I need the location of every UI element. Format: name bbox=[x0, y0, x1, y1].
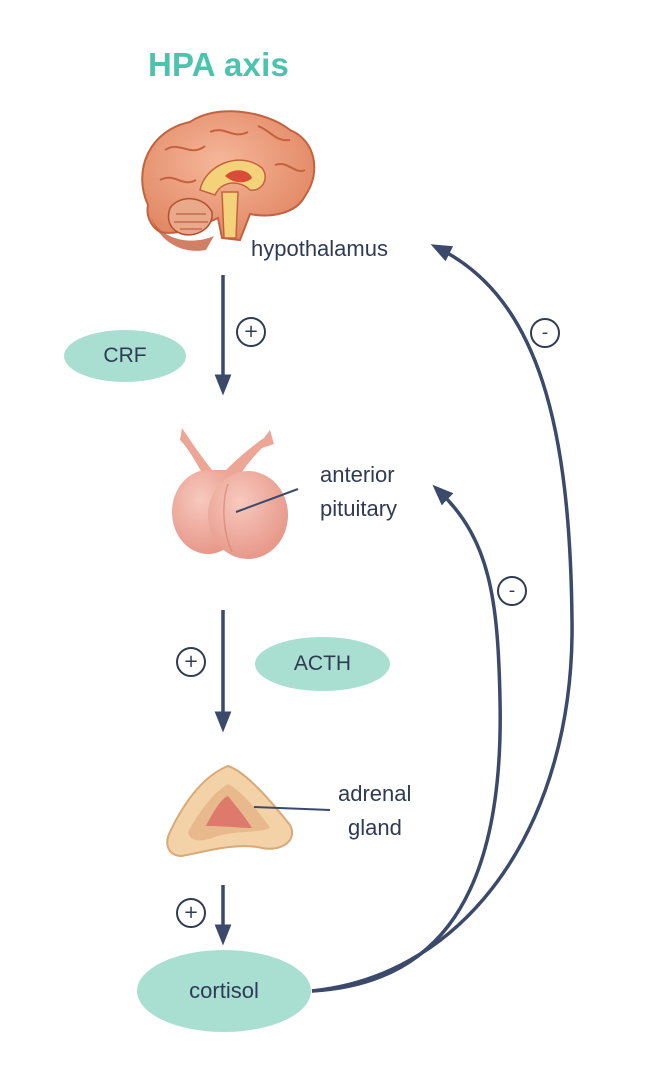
diagram-title: HPA axis bbox=[148, 46, 289, 83]
pill-crf: CRF bbox=[64, 330, 186, 382]
label-gland: gland bbox=[348, 815, 402, 840]
pill-cortisol: cortisol bbox=[137, 950, 311, 1032]
label-hypothalamus: hypothalamus bbox=[251, 236, 388, 261]
label-adrenal: adrenal bbox=[338, 781, 412, 806]
sign-plus-acth: + bbox=[176, 647, 206, 677]
feedback-cortisol-to-pituitary bbox=[311, 484, 502, 993]
pituitary-gland-illustration bbox=[172, 428, 288, 559]
label-pituitary: pituitary bbox=[320, 496, 398, 521]
pituitary-leader-line bbox=[235, 488, 299, 513]
pill-acth: ACTH bbox=[255, 637, 390, 691]
feedback-cortisol-to-hypothalamus bbox=[311, 244, 574, 993]
brain-illustration bbox=[141, 110, 316, 251]
sign-minus-pituitary: - bbox=[497, 576, 527, 606]
sign-minus-hypothalamus: - bbox=[530, 318, 560, 348]
sign-plus-cortisol: + bbox=[176, 898, 206, 928]
sign-plus-crf: + bbox=[236, 317, 266, 347]
adrenal-leader-line bbox=[253, 806, 331, 811]
adrenal-gland-illustration bbox=[166, 764, 293, 858]
label-anterior: anterior bbox=[320, 462, 395, 487]
